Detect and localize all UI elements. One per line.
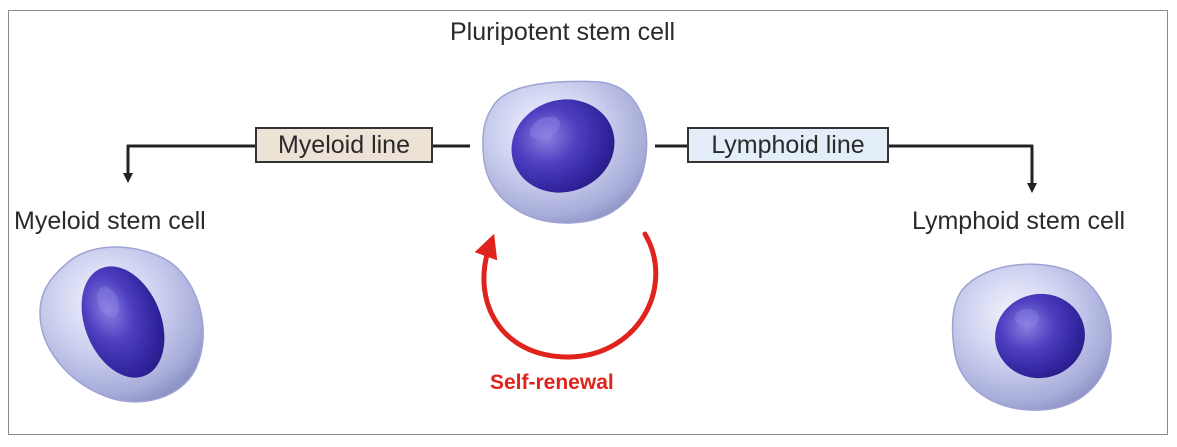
myeloid-stem-cell-label: Myeloid stem cell xyxy=(14,207,206,235)
myeloid-connector xyxy=(123,144,470,183)
self-renewal-arrow xyxy=(474,231,659,360)
myeloid-stem-cell xyxy=(39,246,204,403)
diagram-frame xyxy=(8,10,1168,435)
pluripotent-stem-cell xyxy=(482,80,648,224)
self-renewal-label: Self-renewal xyxy=(490,371,614,394)
lymphoid-line-box: Lymphoid line xyxy=(687,127,889,163)
lymphoid-stem-cell-label: Lymphoid stem cell xyxy=(912,207,1126,235)
lymphoid-stem-cell xyxy=(951,263,1112,411)
lymphoid-connector xyxy=(655,144,1037,193)
myeloid-line-box: Myeloid line xyxy=(255,127,433,163)
pluripotent-stem-cell-label: Pluripotent stem cell xyxy=(450,18,676,46)
